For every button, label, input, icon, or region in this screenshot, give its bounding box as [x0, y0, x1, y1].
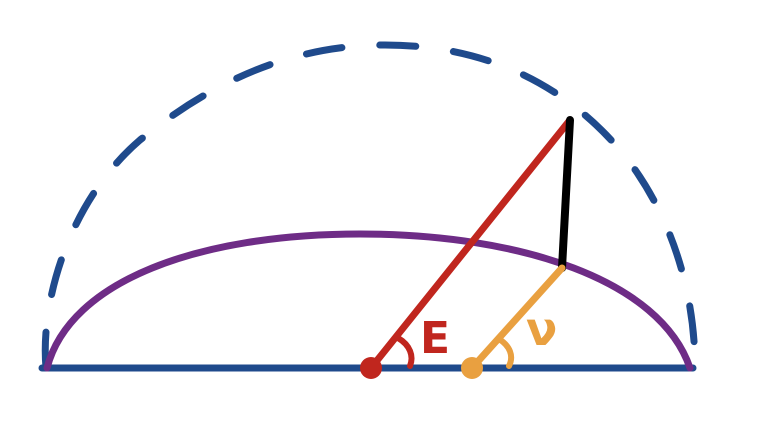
eccentric-angle-arc	[395, 335, 415, 369]
true-angle-arc	[496, 336, 515, 369]
orbit-ellipse	[43, 230, 694, 372]
perpendicular-line	[558, 116, 574, 272]
label-nu: ν	[526, 302, 557, 356]
focus-point	[461, 357, 483, 379]
eccentric-anomaly-line	[367, 116, 574, 372]
auxiliary-circle-dashed	[41, 41, 699, 372]
true-anomaly-line	[468, 264, 566, 372]
label-E: E	[420, 313, 450, 364]
center-point	[360, 357, 382, 379]
